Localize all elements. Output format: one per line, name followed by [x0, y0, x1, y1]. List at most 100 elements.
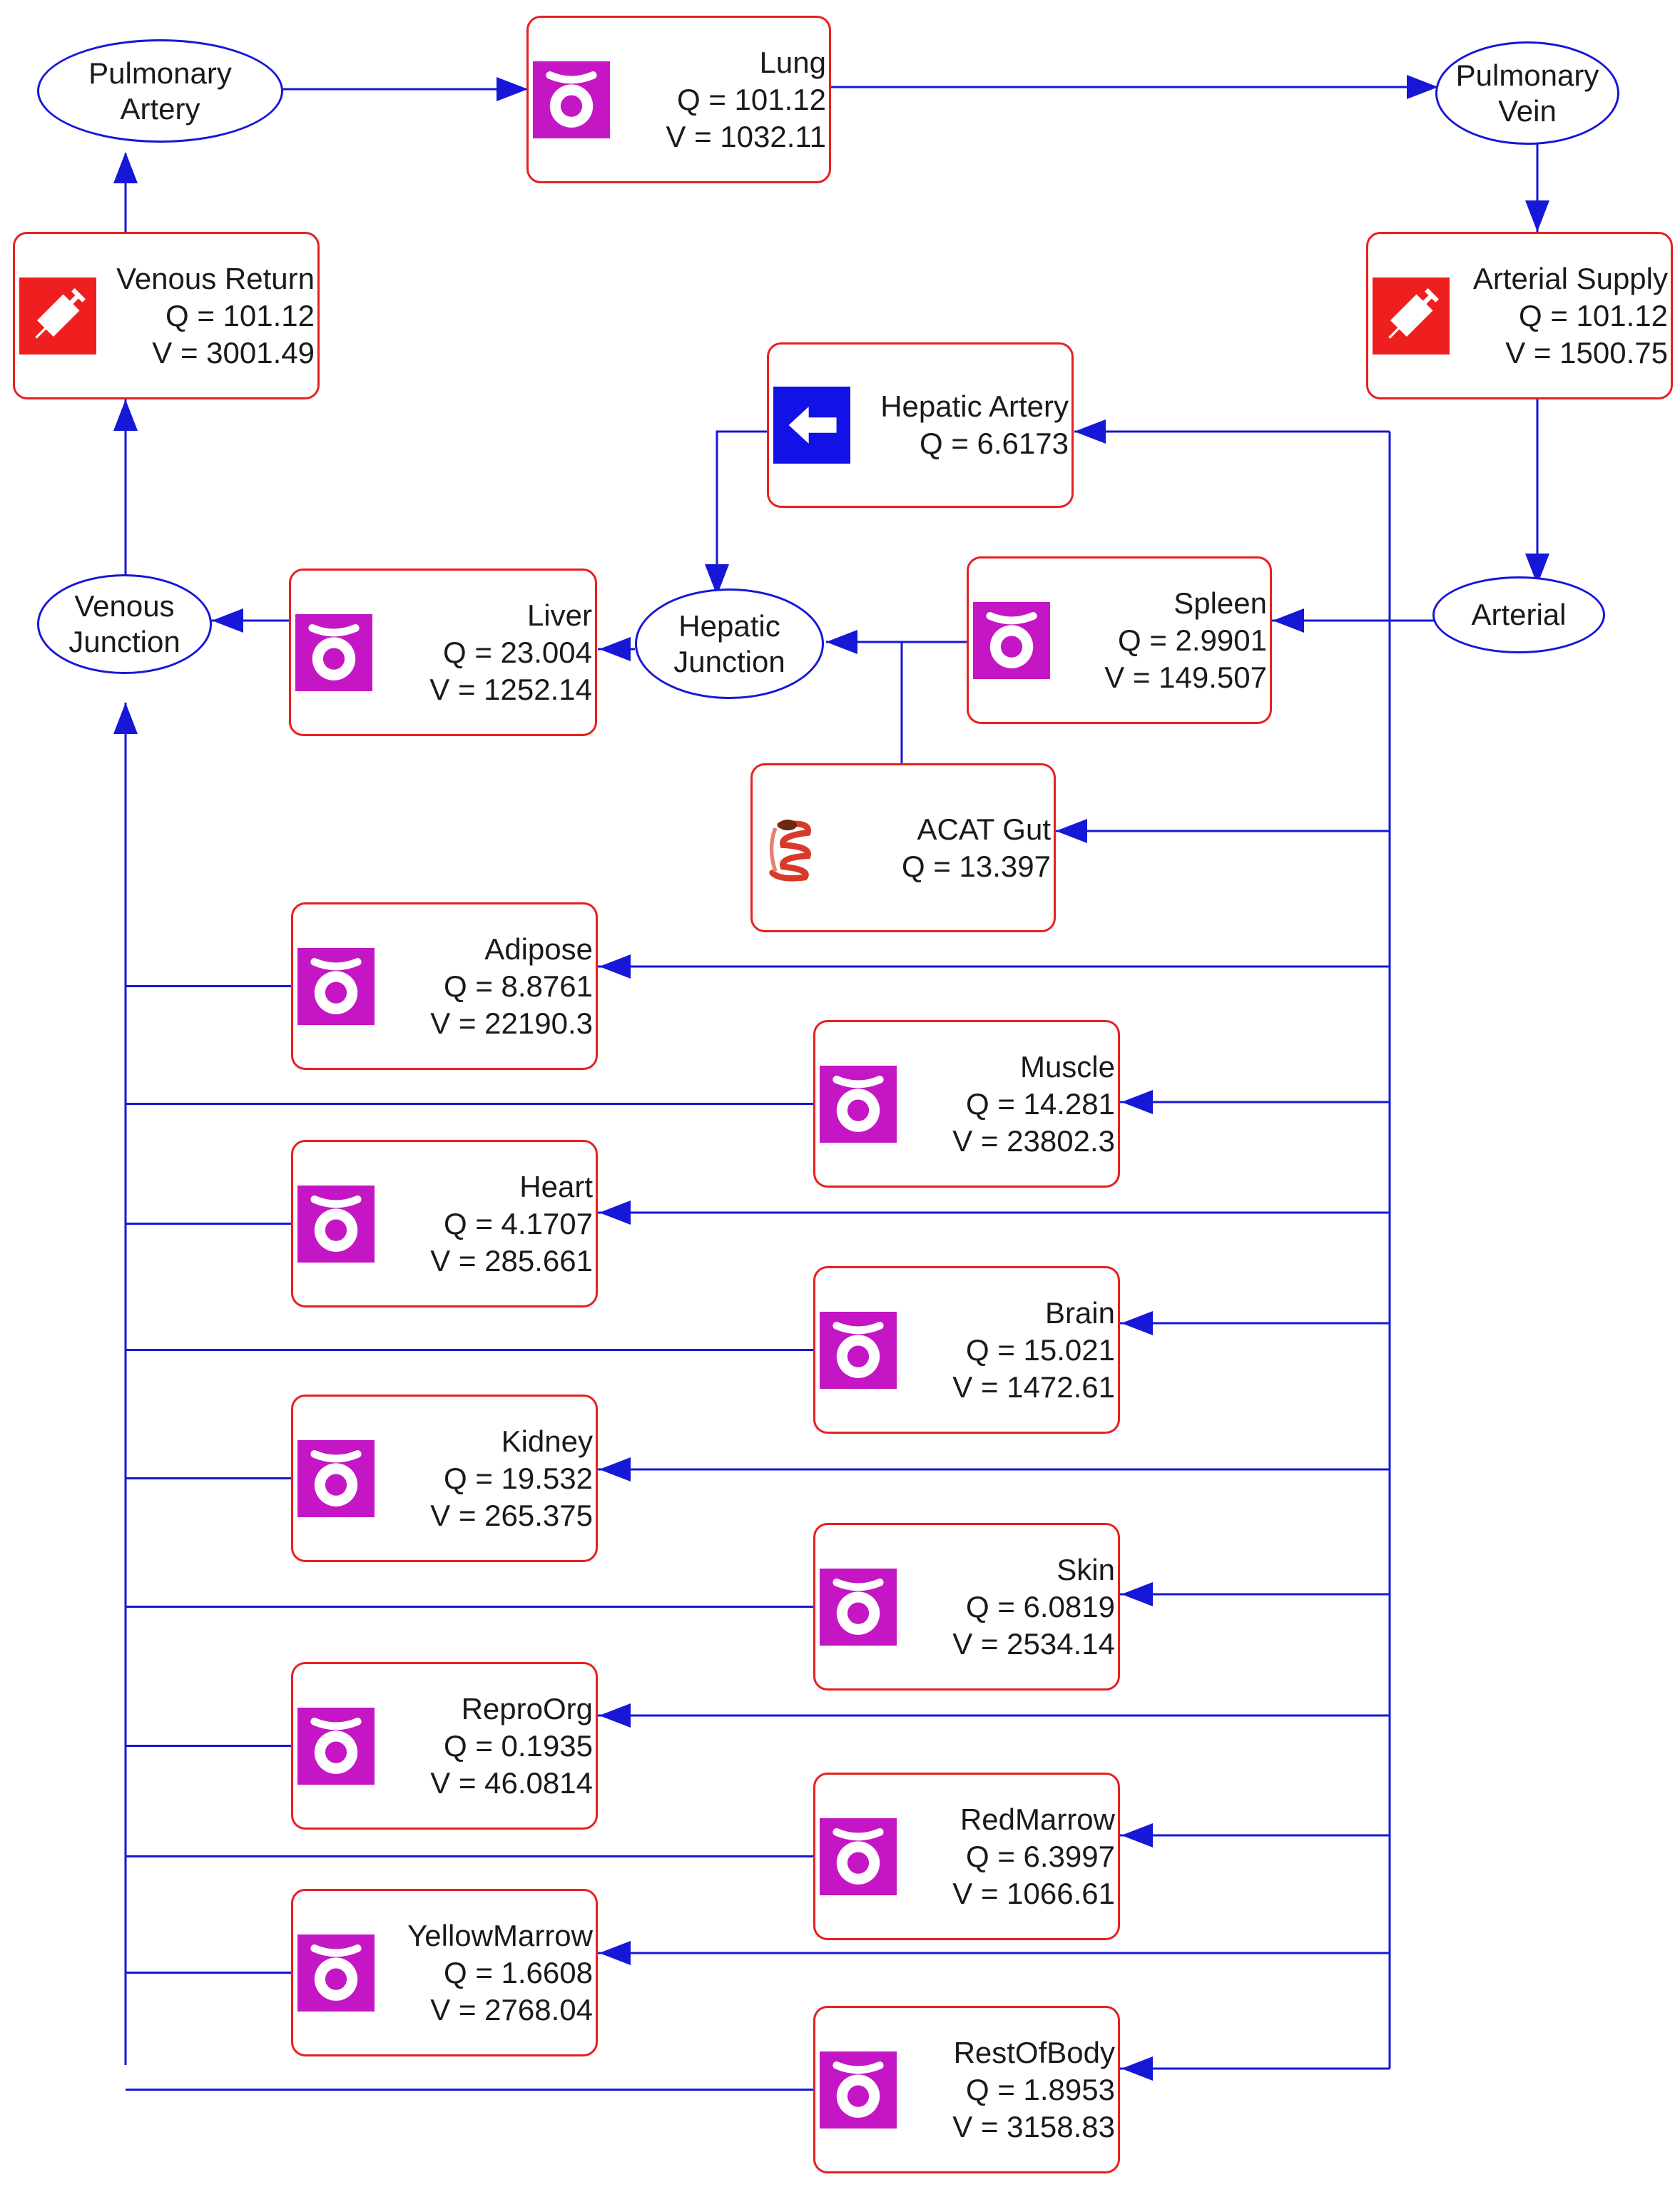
venous-return-name: Venous Return	[116, 261, 315, 295]
arrow-left-icon	[773, 387, 850, 464]
arrowhead-into-kidney	[599, 1457, 631, 1482]
lung-name: Lung	[759, 45, 826, 79]
repro-org-name: ReproOrg	[461, 1691, 593, 1725]
arrowhead-into-hepatic-artery	[1074, 419, 1106, 444]
heart-v: V = 285.661	[430, 1243, 593, 1278]
acat-gut-q: Q = 13.397	[902, 849, 1051, 883]
brain-name: Brain	[1044, 1295, 1115, 1330]
organ-icon	[297, 1707, 375, 1785]
hepatic-junction[interactable]: Hepatic Junction	[635, 588, 824, 699]
organ-icon	[297, 1185, 375, 1263]
arrowhead-into-rest-of-body	[1121, 2056, 1153, 2081]
organ-icon	[297, 1439, 375, 1517]
rest-of-body-q: Q = 1.8953	[966, 2072, 1115, 2106]
arrowhead-into-hepatic-junction-top	[705, 564, 729, 596]
organ-icon	[820, 1311, 897, 1389]
venous-return-v: V = 3001.49	[152, 335, 315, 369]
arterial-junction[interactable]: Arterial	[1432, 576, 1605, 653]
repro-org-q: Q = 0.1935	[444, 1728, 593, 1763]
arrowhead-into-repro-org	[599, 1703, 631, 1728]
syringe-icon	[1373, 277, 1450, 355]
adipose-name: Adipose	[484, 932, 593, 966]
heart-q: Q = 4.1707	[444, 1206, 593, 1240]
skin-name: Skin	[1057, 1552, 1115, 1586]
arterial-supply-q: Q = 101.12	[1519, 298, 1668, 332]
kidney-q: Q = 19.532	[444, 1461, 593, 1495]
kidney-v: V = 265.375	[430, 1498, 593, 1532]
arrowhead-into-heart	[599, 1200, 631, 1225]
arrowhead-into-acat-gut	[1056, 819, 1087, 843]
brain-q: Q = 15.021	[966, 1332, 1115, 1367]
red-marrow-v: V = 1066.61	[952, 1876, 1115, 1910]
arrowhead-into-skin	[1121, 1582, 1153, 1606]
organ-icon	[297, 947, 375, 1025]
repro-org-v: V = 46.0814	[430, 1765, 593, 1800]
lung-q: Q = 101.12	[677, 82, 826, 116]
arrowhead-into-spleen	[1273, 608, 1304, 633]
liver-name: Liver	[526, 598, 592, 632]
pulmonary-vein-label: Pulmonary Vein	[1455, 58, 1599, 128]
arterial-label: Arterial	[1471, 598, 1567, 631]
muscle-v: V = 23802.3	[952, 1123, 1115, 1158]
adipose-q: Q = 8.8761	[444, 969, 593, 1003]
pulmonary-vein-junction[interactable]: Pulmonary Vein	[1435, 41, 1619, 145]
spleen-v: V = 149.507	[1104, 660, 1267, 694]
spleen-q: Q = 2.9901	[1118, 623, 1267, 657]
organ-icon	[820, 1065, 897, 1143]
organ-icon	[297, 1934, 375, 2012]
arrowhead-into-pulmonary-artery	[113, 152, 138, 183]
liver-v: V = 1252.14	[429, 672, 592, 706]
organ-icon	[820, 1818, 897, 1895]
yellow-marrow-name: YellowMarrow	[407, 1918, 593, 1952]
yellow-marrow-v: V = 2768.04	[430, 1992, 593, 2027]
arrowhead-into-brain	[1121, 1311, 1153, 1335]
organ-icon	[973, 601, 1050, 679]
yellow-marrow-q: Q = 1.6608	[444, 1955, 593, 1989]
venous-junction-label: Venous Junction	[68, 589, 180, 658]
venous-return-q: Q = 101.12	[166, 298, 315, 332]
arrowhead-into-red-marrow	[1121, 1823, 1153, 1847]
arrowhead-into-arterial-supply	[1525, 200, 1549, 232]
arrowhead-into-venous-junction	[212, 608, 243, 633]
arrowhead-into-venous-return	[113, 399, 138, 431]
adipose-v: V = 22190.3	[430, 1006, 593, 1040]
kidney-name: Kidney	[501, 1424, 593, 1458]
brain-v: V = 1472.61	[952, 1370, 1115, 1404]
skin-q: Q = 6.0819	[966, 1589, 1115, 1623]
rest-of-body-name: RestOfBody	[953, 2035, 1115, 2069]
venous-junction[interactable]: Venous Junction	[37, 574, 212, 674]
arrowhead-into-adipose	[599, 954, 631, 979]
pulmonary-artery-junction[interactable]: Pulmonary Artery	[37, 39, 283, 143]
acat-gut-name: ACAT Gut	[917, 812, 1051, 846]
pulmonary-artery-label: Pulmonary Artery	[88, 56, 232, 126]
rest-of-body-v: V = 3158.83	[952, 2109, 1115, 2143]
arrowhead-into-lung	[497, 77, 528, 101]
red-marrow-name: RedMarrow	[959, 1802, 1115, 1836]
skin-v: V = 2534.14	[952, 1626, 1115, 1661]
connector-hartery-hjunction	[716, 430, 767, 588]
arrowhead-venous-trunk	[113, 703, 138, 734]
intestine-icon	[757, 809, 834, 887]
arrowhead-into-hepatic-junction	[826, 630, 857, 654]
muscle-name: Muscle	[1019, 1049, 1115, 1084]
liver-q: Q = 23.004	[443, 635, 592, 669]
